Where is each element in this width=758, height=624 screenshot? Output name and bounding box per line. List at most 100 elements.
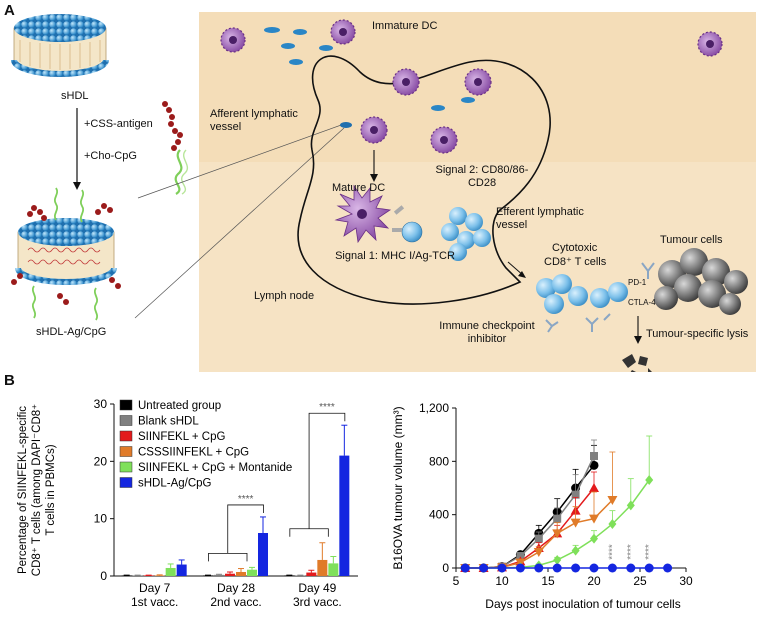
antibody-icons [545,262,655,333]
data-point [570,518,581,528]
bar [236,571,246,576]
lysed-cell-debris-icon [622,354,652,372]
bar [225,573,235,576]
data-point [516,552,525,560]
data-point [626,500,635,511]
shdl-disk-icon [11,14,109,77]
data-point [590,533,598,544]
mature-dc-icon [334,184,392,244]
antigen-chain-icon [162,101,183,151]
y-tick-label: 0 [442,561,449,575]
data-point [590,452,598,460]
data-point [552,529,563,539]
css-antigen-step: +CSS-antigen [84,118,153,130]
data-point [589,460,599,470]
x-category-sublabel: 1st vacc. [131,595,178,609]
data-point [589,483,599,492]
legend-swatch [119,415,133,426]
legend-swatch [119,477,133,488]
ctla4-label: CTLA-4 [628,298,656,307]
data-point [553,514,562,523]
data-point [497,563,507,573]
x-category-label: Day 49 [298,581,336,595]
checkpoint-inhibitor-label: Immune checkpoint inhibitor [439,320,535,345]
data-point [663,563,673,573]
data-point [552,563,562,573]
data-point [626,563,636,573]
pd1-label: PD-1 [628,278,647,287]
cytotoxic-label-line2: CD8⁺ T cells [544,256,607,268]
x-category-sublabel: 2nd vacc. [210,595,261,609]
efferent-vessel-label: Efferent lymphatic vessel [496,206,584,231]
bar [121,575,132,576]
data-point [515,563,525,573]
x-tick-label: 25 [633,574,647,588]
bar [154,575,165,576]
data-point [589,563,599,573]
legend-label: Blank sHDL [138,416,199,428]
bar [328,563,339,576]
data-point [589,514,599,524]
significance-label: **** [238,494,254,505]
legend-label: CSSSIINFEKL + CpG [138,447,249,459]
panel-b-letter: B [4,372,15,389]
shdl-label: sHDL [61,90,89,102]
y-tick-label: 20 [94,454,108,468]
x-tick-label: 30 [679,574,693,588]
data-point [534,534,543,543]
cytotoxic-t-cell-icons [536,274,628,314]
y-axis-label: B16OVA tumour volume (mm³) [391,406,405,569]
group-bracket [289,528,329,537]
group-bracket [208,553,248,562]
shdl-ag-cpg-label: sHDL-Ag/CpG [36,326,107,338]
significance-bracket [308,412,346,529]
immature-dc-label: Immature DC [372,20,438,32]
signal-2-label: Signal 2: CD80/86-CD28 [435,164,529,189]
legend-label: SIINFEKL + CpG [138,431,226,443]
data-point [479,563,489,573]
y-tick-label: 0 [100,569,107,583]
legend-label: Untreated group [138,400,221,412]
data-point [571,490,580,499]
bar [284,575,295,576]
bar [339,455,350,576]
data-point [571,545,580,556]
bar [143,575,154,576]
bar [317,559,328,576]
data-point [553,555,562,565]
bar [214,574,224,576]
legend-label: SIINFEKL + CpG + Montanide [138,462,292,474]
y-tick-label: 400 [429,508,449,522]
bar [176,564,187,576]
legend-label: sHDL-Ag/CpG [138,478,212,490]
x-category-label: Day 7 [139,581,171,595]
dendritic-cell-icons [220,19,723,154]
series-line [465,487,595,569]
legend-swatch [119,399,133,411]
legend-swatch [119,446,133,457]
data-point [607,563,617,573]
shdl-ag-cpg-disk-icon [11,187,121,321]
data-point [645,475,654,485]
significance-bracket [227,504,264,554]
lysis-label: Tumour-specific lysis [646,328,749,340]
panel-a-letter: A [4,2,15,19]
significance-label: **** [644,544,655,560]
panel-a-schematic [11,12,756,372]
x-tick-label: 5 [453,574,460,588]
data-point [607,496,618,505]
bar [295,575,306,576]
afferent-vessel-label: Afferent lymphatic vessel [210,108,298,133]
y-tick-label: 800 [429,454,449,468]
x-tick-label: 15 [541,574,555,588]
bar [165,567,176,576]
cpg-strand-icon [174,149,189,195]
bar [132,575,143,576]
data-point [571,563,581,573]
data-point [533,548,544,557]
significance-label: **** [607,544,618,560]
y-tick-label: 10 [94,512,108,526]
